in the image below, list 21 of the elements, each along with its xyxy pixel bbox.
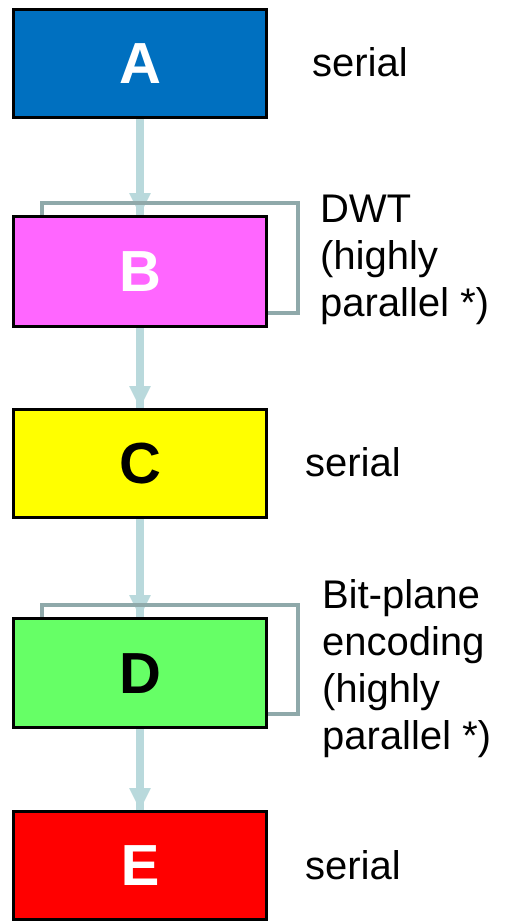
box-label: B [119, 238, 161, 305]
annotation-text: Bit-plane encoding (highly parallel *) [322, 572, 492, 760]
annotation-text: serial [305, 843, 402, 890]
arrow [129, 328, 151, 408]
arrow [129, 519, 151, 617]
annotation-text: serial [312, 40, 409, 87]
box-label: E [120, 832, 160, 899]
box-label: D [119, 640, 161, 706]
arrow [129, 729, 151, 810]
process-box [12, 810, 268, 921]
annotation-text: DWT (highly parallel *) [320, 186, 490, 327]
box-label: C [119, 430, 161, 497]
box-label: A [119, 30, 161, 97]
loop-line [40, 201, 300, 315]
process-box [12, 617, 268, 729]
arrow [129, 119, 151, 215]
process-box [12, 8, 268, 119]
annotation-text: serial [305, 440, 402, 487]
process-box [12, 408, 268, 519]
process-box [12, 215, 268, 328]
loop-line [40, 603, 300, 716]
